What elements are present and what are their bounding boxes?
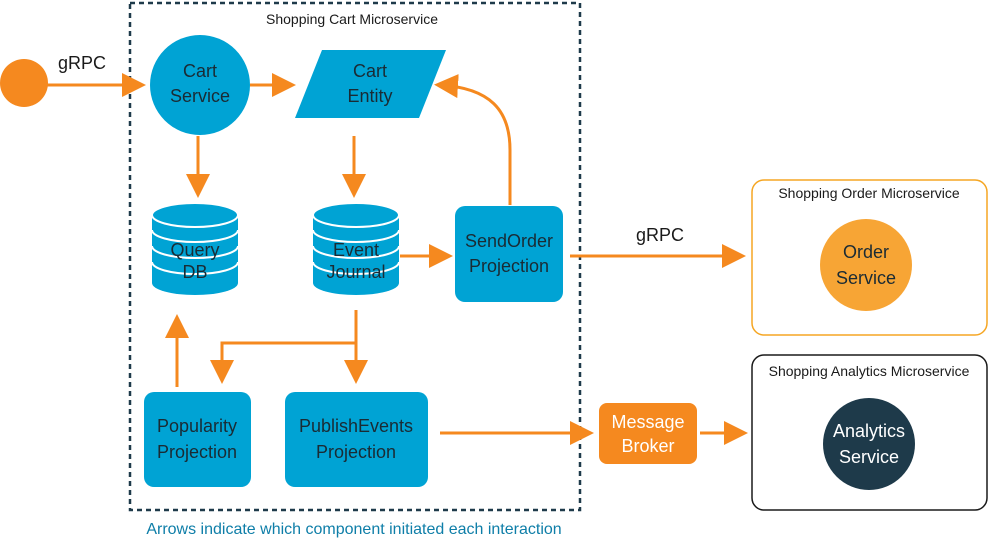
publishevents-projection-label-1: PublishEvents bbox=[299, 416, 413, 436]
query-db-label-2: DB bbox=[182, 262, 207, 282]
cart-entity-label-1: Cart bbox=[353, 61, 387, 81]
event-journal-node: Event Journal bbox=[312, 202, 400, 295]
query-db-node: Query DB bbox=[151, 202, 239, 295]
analytics-service-label-2: Service bbox=[839, 447, 899, 467]
diagram-caption: Arrows indicate which component initiate… bbox=[146, 521, 561, 538]
cart-entity-label-2: Entity bbox=[347, 86, 392, 106]
message-broker-label-1: Message bbox=[611, 412, 684, 432]
edge-event-journal-to-popularity bbox=[210, 310, 358, 384]
edge-label-grpc-external: gRPC bbox=[58, 53, 106, 73]
analytics-service-node: Analytics Service bbox=[823, 398, 915, 490]
cart-service-label-2: Service bbox=[170, 86, 230, 106]
edge-label-grpc-order: gRPC bbox=[636, 225, 684, 245]
sendorder-projection-node: SendOrder Projection bbox=[455, 206, 563, 302]
edges bbox=[46, 73, 748, 445]
cart-service-node: Cart Service bbox=[150, 35, 250, 135]
cart-service-label-1: Cart bbox=[183, 61, 217, 81]
analytics-service-label-1: Analytics bbox=[833, 421, 905, 441]
order-service-label-2: Service bbox=[836, 268, 896, 288]
order-microservice-boundary bbox=[751, 179, 988, 336]
order-service-node: Order Service bbox=[820, 219, 912, 311]
popularity-projection-label-2: Projection bbox=[157, 442, 237, 462]
event-journal-label-1: Event bbox=[333, 240, 379, 260]
event-journal-label-2: Journal bbox=[326, 262, 385, 282]
order-service-label-1: Order bbox=[843, 242, 889, 262]
sendorder-projection-label-1: SendOrder bbox=[465, 231, 553, 251]
sendorder-projection-label-2: Projection bbox=[469, 256, 549, 276]
message-broker-node: Message Broker bbox=[599, 403, 697, 464]
publishevents-projection-label-2: Projection bbox=[316, 442, 396, 462]
edge-sendorder-to-cart-entity bbox=[434, 74, 512, 205]
query-db-label-1: Query bbox=[170, 240, 219, 260]
analytics-microservice-boundary bbox=[751, 354, 988, 511]
message-broker-label-2: Broker bbox=[621, 436, 674, 456]
popularity-projection-label-1: Popularity bbox=[157, 416, 237, 436]
popularity-projection-node: Popularity Projection bbox=[144, 392, 251, 487]
publishevents-projection-node: PublishEvents Projection bbox=[285, 392, 428, 487]
cart-microservice-title: Shopping Cart Microservice bbox=[266, 11, 438, 27]
order-microservice-title: Shopping Order Microservice bbox=[778, 185, 960, 201]
cart-entity-node: Cart Entity bbox=[295, 50, 446, 118]
external-client-node bbox=[0, 59, 48, 107]
analytics-microservice-title: Shopping Analytics Microservice bbox=[769, 363, 970, 379]
